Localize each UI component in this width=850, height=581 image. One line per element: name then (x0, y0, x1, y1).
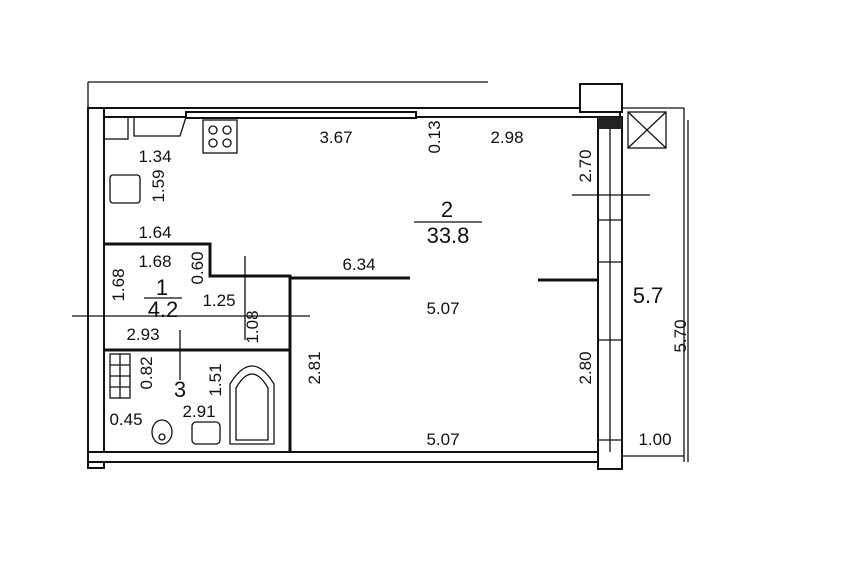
stove-burner-icon (222, 125, 232, 135)
ventilation-icon (627, 111, 667, 149)
dimension-label: 1.64 (138, 223, 171, 242)
sink-icon (133, 116, 187, 137)
dimension-label: 6.34 (342, 255, 375, 274)
dimension-label: 2.98 (490, 128, 523, 147)
stove-icon (202, 119, 238, 154)
dimension-label: 0.60 (188, 251, 207, 284)
hall-room-area: 4.2 (148, 297, 179, 322)
hall-partition-wall (104, 242, 292, 452)
dimension-label: 0.82 (137, 356, 156, 389)
stove-burner-icon (208, 138, 218, 148)
bathroom-number: 3 (174, 377, 186, 402)
dimension-label: 3.67 (319, 128, 352, 147)
dimension-label: 0.13 (425, 120, 444, 153)
dimension-label: 1.68 (138, 252, 171, 271)
dimension-label: 2.70 (576, 149, 595, 182)
dimension-label: 1.00 (638, 430, 671, 449)
living-room-area: 33.8 (427, 223, 470, 248)
dimension-label: 5.07 (426, 430, 459, 449)
column-fill (598, 117, 622, 129)
dimension-label: 5.07 (426, 299, 459, 318)
column-block (579, 83, 623, 113)
dimension-label: 5.70 (671, 319, 690, 352)
washbasin-icon (191, 421, 221, 445)
kitchen-counter (185, 111, 417, 119)
dimension-label: 2.81 (305, 351, 324, 384)
dimension-label: 2.91 (182, 402, 215, 421)
dimension-label: 2.80 (576, 351, 595, 384)
dimension-label: 1.51 (206, 363, 225, 396)
bathtub-inner-icon (235, 373, 269, 441)
dimension-label: 1.25 (202, 291, 235, 310)
ventilation-icon-cross (627, 111, 667, 149)
bathtub-icon (229, 365, 275, 445)
south-wall (87, 451, 609, 463)
fridge-icon (109, 174, 141, 204)
balcony-area-label: 5.7 (633, 283, 664, 308)
kitchen-cabinet (103, 116, 129, 140)
stove-burner-icon (208, 125, 218, 135)
dimension-label: 1.68 (109, 268, 128, 301)
dimension-label: 1.59 (149, 169, 168, 202)
living-room-number: 2 (441, 197, 453, 222)
hall-room-number: 1 (156, 275, 168, 300)
toilet-icon (151, 419, 173, 445)
west-wall (87, 107, 105, 469)
toilet-bowl-icon (158, 433, 166, 441)
dimension-label: 1.08 (243, 310, 262, 343)
stove-burner-icon (222, 138, 232, 148)
dimension-label: 2.93 (126, 325, 159, 344)
dimension-label: 0.45 (109, 410, 142, 429)
dimension-label: 1.34 (138, 147, 171, 166)
